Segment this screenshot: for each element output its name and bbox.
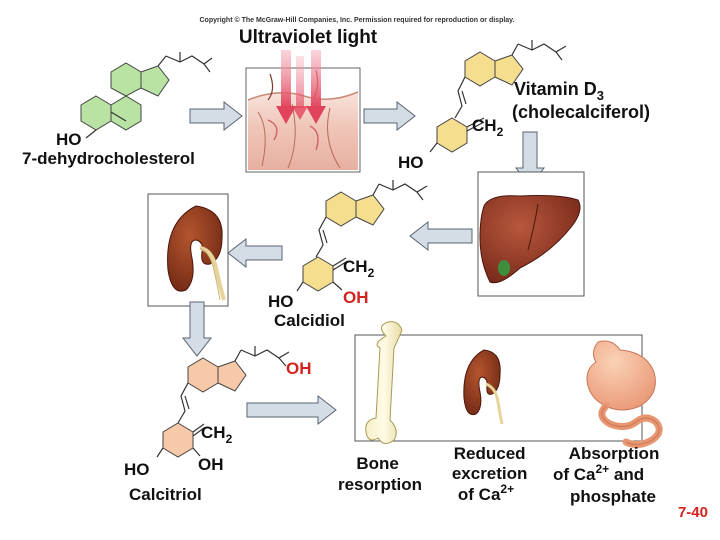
- slide-number: 7-40: [678, 504, 708, 521]
- calcidiol-ho-label: HO: [268, 292, 294, 311]
- calcitriol-label: Calcitriol: [129, 485, 202, 504]
- reduced-excretion-label: Reduced excretion of Ca2+: [452, 444, 532, 504]
- arrow-to-skin: [189, 100, 243, 132]
- vitamin-d3-ho-label: HO: [398, 153, 424, 172]
- uv-rays: [276, 50, 326, 124]
- bone-illustration: [365, 321, 403, 444]
- calcitriol-ho-label: HO: [124, 460, 150, 479]
- arrow-to-calcitriol: [181, 301, 213, 357]
- absorption-ca-label: of Ca2+ and: [553, 462, 644, 484]
- calcidiol-molecule: [296, 180, 428, 292]
- cholecalciferol-label: (cholecalciferol): [512, 102, 650, 122]
- bone-resorption-label: Bone resorption: [338, 454, 422, 494]
- calcitriol-ch2-label: CH2: [201, 423, 233, 446]
- kidney-small-illustration: [463, 349, 504, 425]
- calcidiol-ch2-label: CH2: [343, 257, 375, 280]
- kidney-illustration: [167, 205, 226, 301]
- calcitriol-molecule: [156, 346, 290, 458]
- vitamin-d3-ch2-label: CH2: [472, 116, 504, 139]
- absorption-label: Absorption: [569, 444, 660, 463]
- calcidiol-label: Calcidiol: [274, 311, 345, 330]
- vitamin-d3-molecule: [429, 40, 567, 153]
- arrow-to-kidney: [227, 237, 283, 269]
- calcitriol-oh-label: OH: [198, 455, 224, 474]
- phosphate-label: phosphate: [570, 487, 656, 506]
- arrow-to-vitamin-d3: [363, 100, 416, 132]
- dehydrocholesterol-label: 7-dehydrocholesterol: [22, 149, 195, 168]
- dehydrocholesterol-molecule: [80, 52, 213, 139]
- vitamin-d3-name: Vitamin D3: [514, 79, 604, 103]
- arrow-to-calcidiol: [409, 220, 473, 252]
- dehydro-ho-label: HO: [56, 130, 82, 149]
- liver-illustration: [479, 195, 581, 284]
- calcidiol-oh-label: OH: [343, 288, 369, 307]
- arrow-to-targets: [246, 394, 337, 426]
- stomach-intestine-illustration: [586, 340, 663, 449]
- copyright-notice: Copyright © The McGraw-Hill Companies, I…: [199, 16, 514, 24]
- ultraviolet-light-label: Ultraviolet light: [239, 27, 378, 48]
- calcitriol-oh-top-label: OH: [286, 359, 312, 378]
